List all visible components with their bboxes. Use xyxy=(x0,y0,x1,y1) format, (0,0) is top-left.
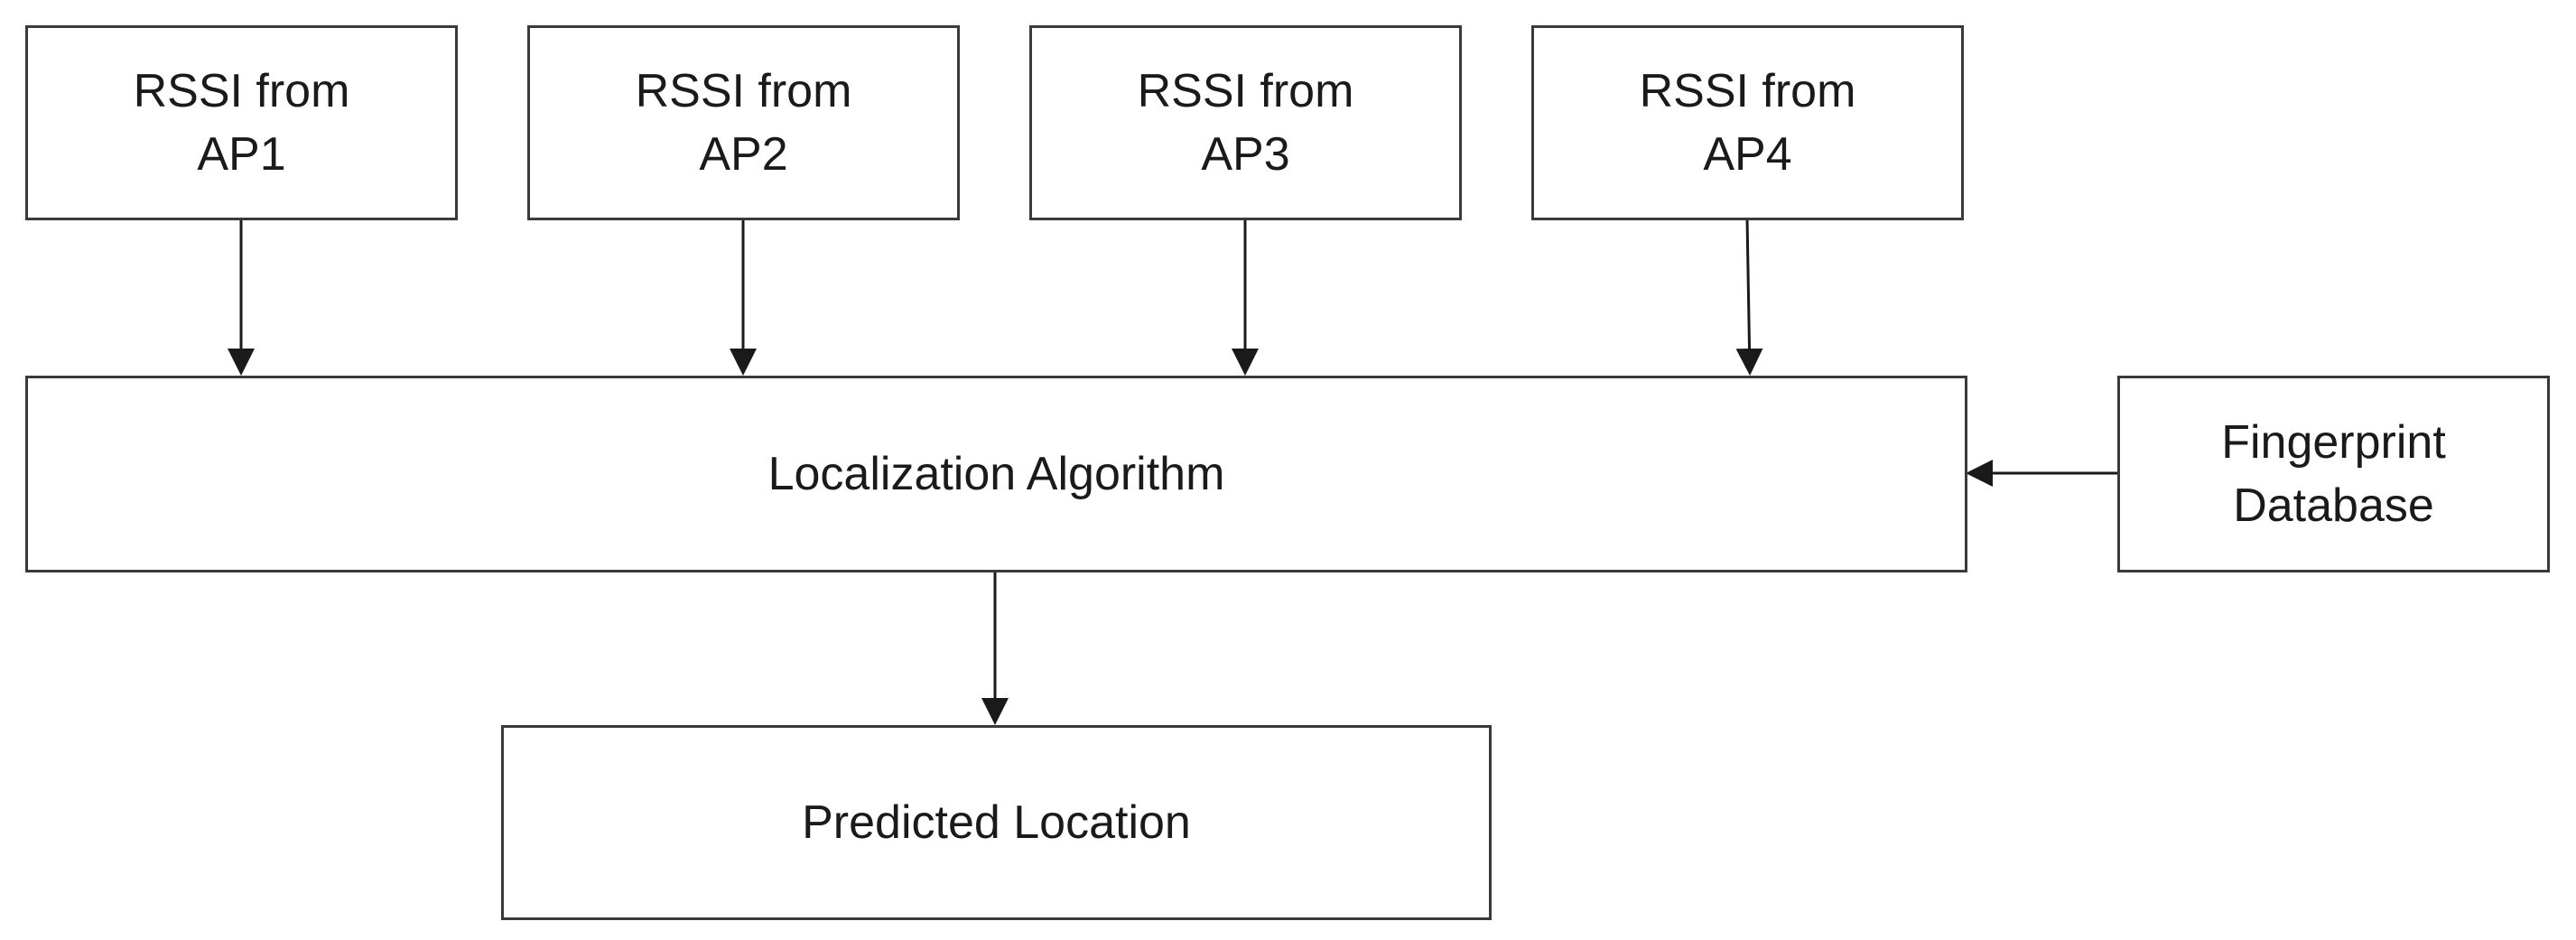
rssi-ap3-box: RSSI from AP3 xyxy=(1029,25,1462,220)
arrow-ap4-to-algorithm xyxy=(1735,218,1763,376)
rssi-ap1-box: RSSI from AP1 xyxy=(25,25,458,220)
predicted-location-box: Predicted Location xyxy=(501,725,1492,920)
rssi-ap2-box: RSSI from AP2 xyxy=(527,25,960,220)
fingerprint-database-label: Fingerprint Database xyxy=(2221,416,2446,532)
rssi-ap3-label: RSSI from AP3 xyxy=(1137,65,1354,181)
localization-algorithm-box: Localization Algorithm xyxy=(25,376,1967,572)
rssi-ap4-box: RSSI from AP4 xyxy=(1531,25,1964,220)
localization-algorithm-label: Localization Algorithm xyxy=(767,448,1225,500)
rssi-ap4-label: RSSI from AP4 xyxy=(1639,65,1856,181)
rssi-ap1-label: RSSI from AP1 xyxy=(133,65,350,181)
rssi-ap2-label: RSSI from AP2 xyxy=(635,65,852,181)
predicted-location-label: Predicted Location xyxy=(802,796,1191,849)
fingerprint-database-box: Fingerprint Database xyxy=(2117,376,2550,572)
